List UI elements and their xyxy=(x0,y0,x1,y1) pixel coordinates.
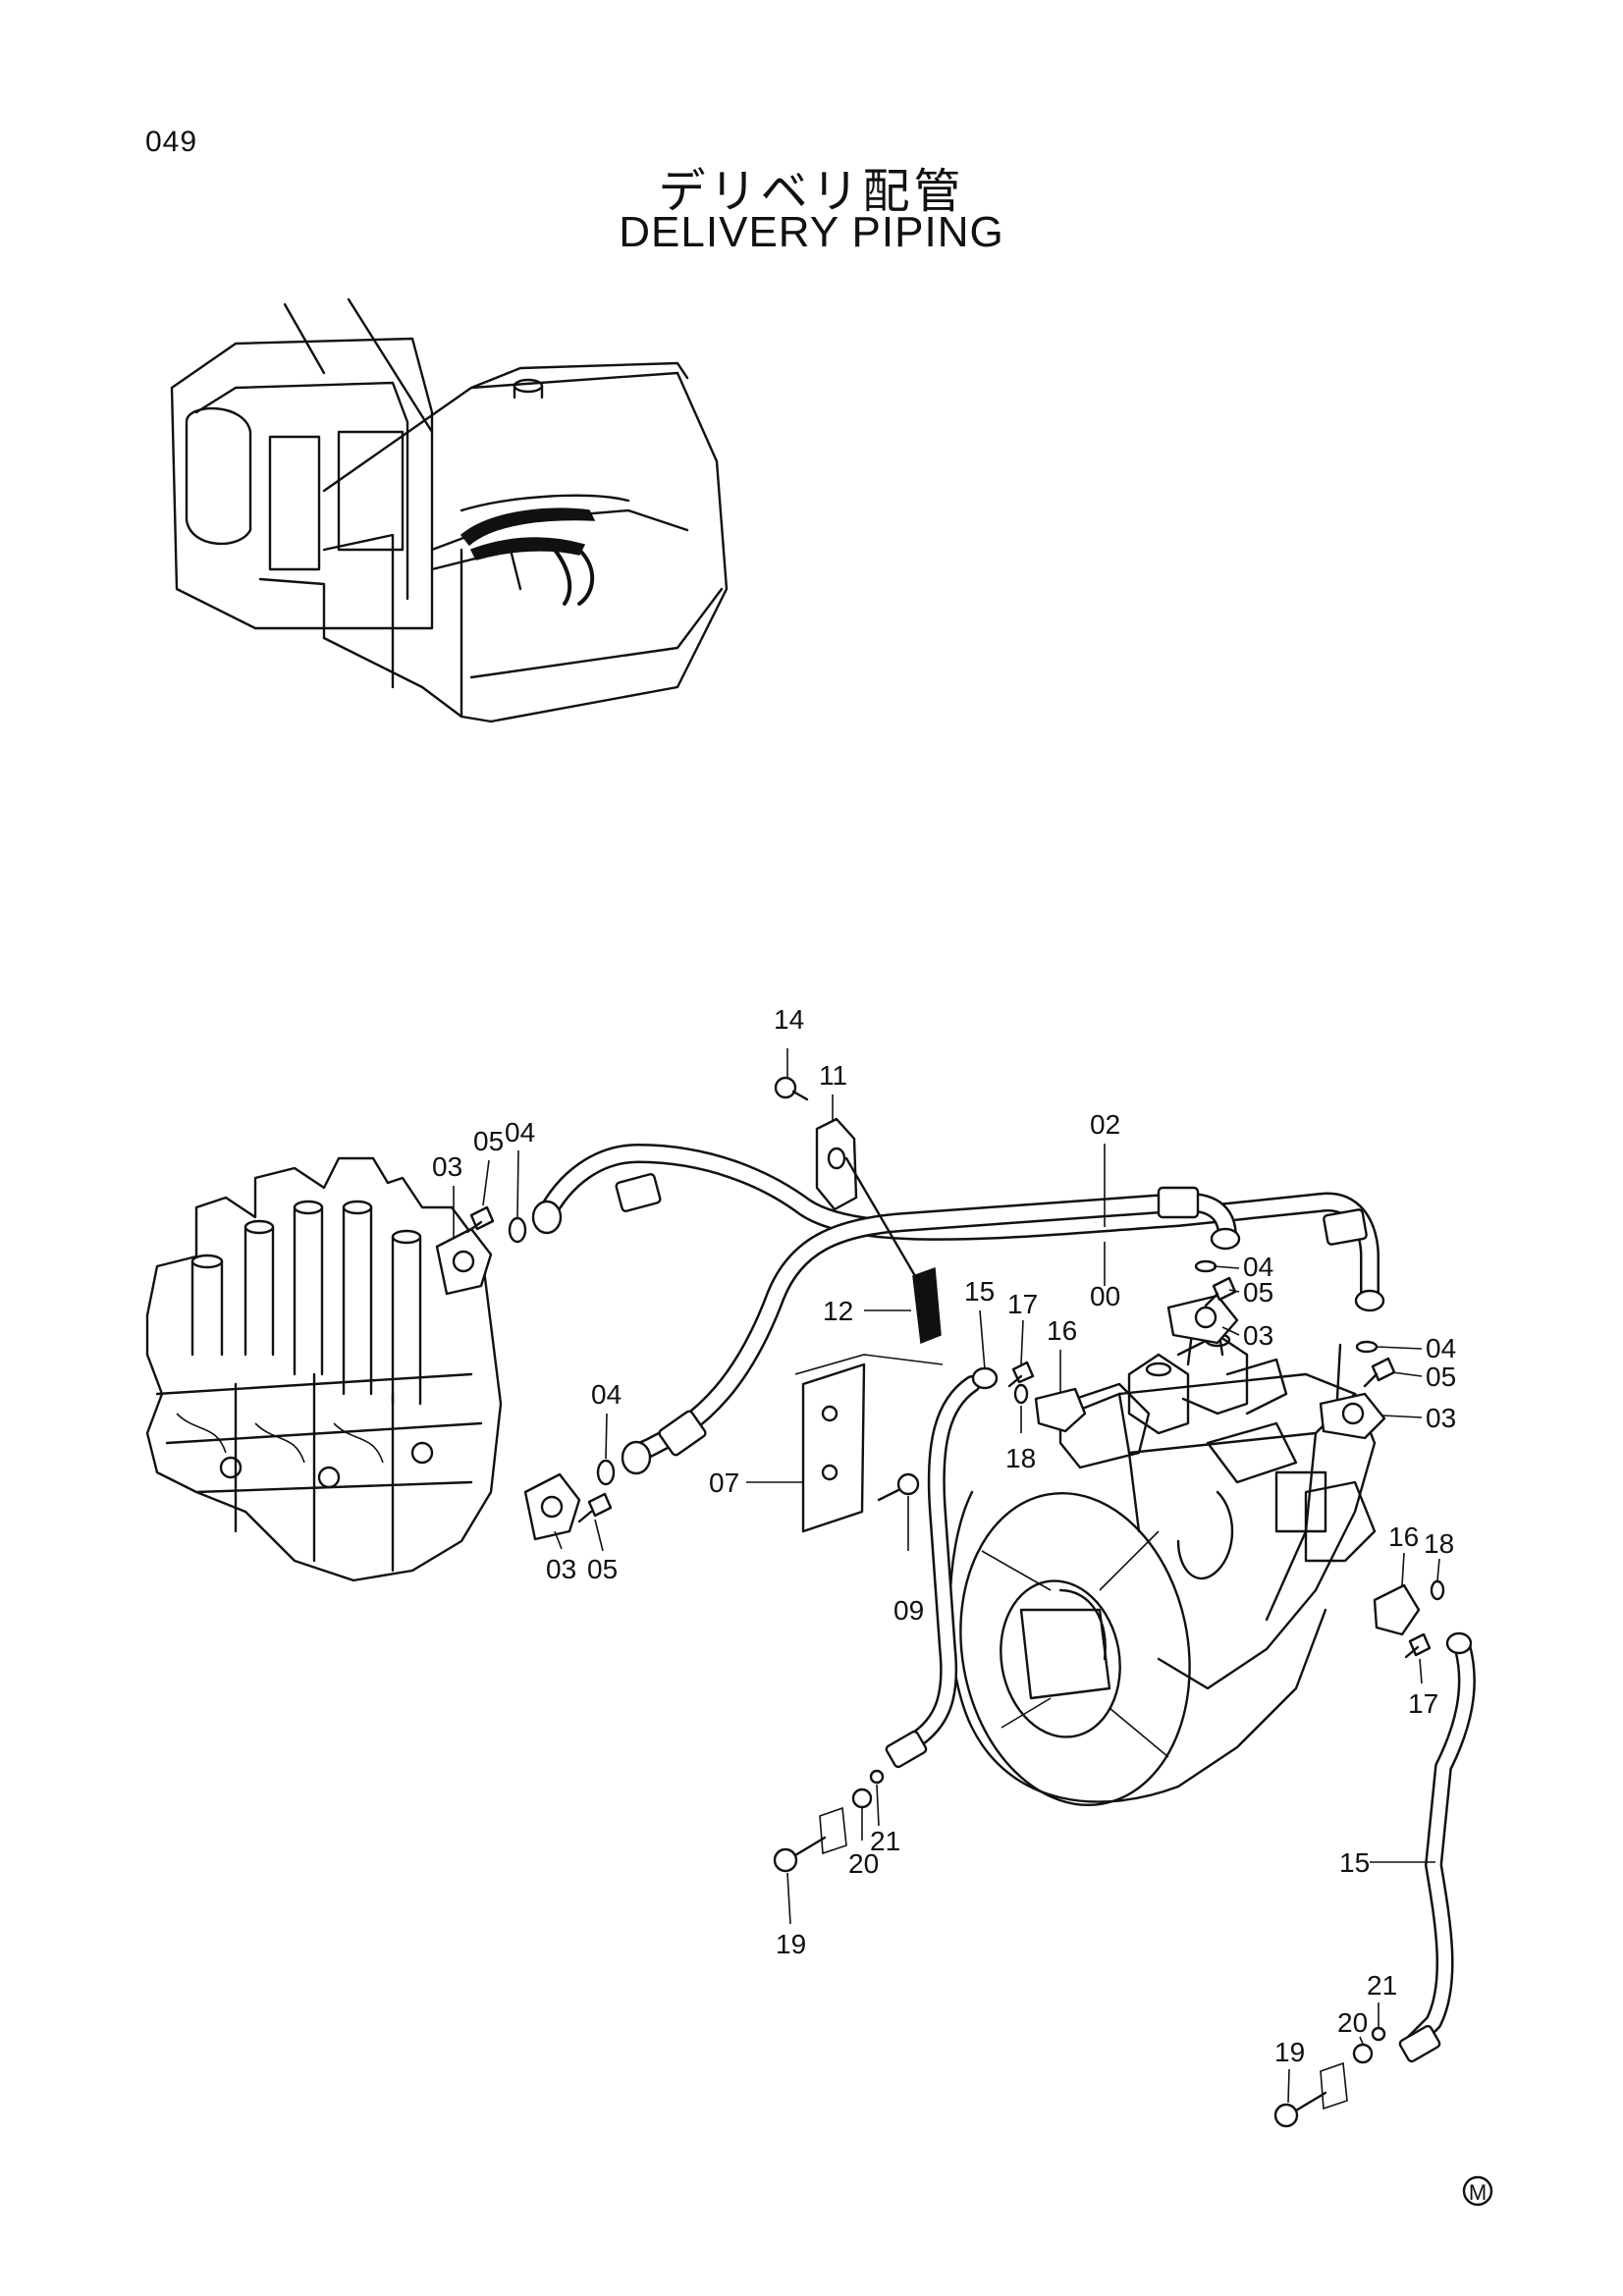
part-label: 17 xyxy=(1007,1289,1038,1319)
part-label: 03 xyxy=(1426,1403,1456,1433)
part-label: 03 xyxy=(1243,1320,1273,1351)
part-label: 16 xyxy=(1388,1522,1419,1552)
part-label: 14 xyxy=(774,1004,804,1035)
part-labels: 14 11 02 03 05 04 12 15 17 16 00 04 05 0… xyxy=(432,1004,1456,2067)
part-label: 21 xyxy=(870,1826,900,1856)
part-label: 07 xyxy=(709,1468,739,1498)
part-label: 00 xyxy=(1090,1281,1120,1311)
hardware-parts xyxy=(435,1076,1445,2128)
title-japanese: デリベリ配管 xyxy=(658,164,965,219)
hydraulic-pump-illustration xyxy=(948,1318,1377,1807)
circled-m-mark: M xyxy=(1462,2175,1493,2207)
part-label: 05 xyxy=(473,1126,504,1156)
part-label: 05 xyxy=(587,1554,618,1584)
part-label: 03 xyxy=(546,1554,576,1584)
part-label: 04 xyxy=(1426,1333,1456,1363)
part-label: 20 xyxy=(848,1848,879,1879)
part-label: 15 xyxy=(964,1276,995,1307)
part-label: 19 xyxy=(776,1929,806,1959)
part-label: 18 xyxy=(1005,1443,1036,1473)
part-label: 04 xyxy=(591,1379,622,1410)
part-label: 12 xyxy=(823,1296,853,1326)
page-number: 049 xyxy=(145,126,198,158)
part-label: 05 xyxy=(1426,1362,1456,1392)
part-label: 21 xyxy=(1367,1970,1397,2001)
part-label: 17 xyxy=(1408,1688,1438,1719)
part-label: 19 xyxy=(1274,2037,1305,2067)
part-label: 15 xyxy=(1339,1847,1370,1878)
part-label: 20 xyxy=(1337,2007,1368,2038)
leader-lines xyxy=(453,1048,1440,2104)
control-valve-illustration xyxy=(145,1156,503,1582)
part-label: 09 xyxy=(893,1595,924,1626)
mark-label: M xyxy=(1469,2180,1487,2205)
part-label: 05 xyxy=(1243,1277,1273,1308)
part-label: 02 xyxy=(1090,1109,1120,1140)
part-label: 18 xyxy=(1424,1528,1454,1559)
part-label: 04 xyxy=(505,1117,535,1148)
part-label: 03 xyxy=(432,1151,462,1182)
excavator-overview-illustration xyxy=(170,297,729,723)
part-label: 11 xyxy=(819,1060,847,1091)
title-english: DELIVERY PIPING xyxy=(619,208,1004,256)
part-label: 04 xyxy=(1243,1252,1273,1282)
part-label: 16 xyxy=(1047,1315,1077,1346)
delivery-pipes xyxy=(531,1144,1476,2063)
